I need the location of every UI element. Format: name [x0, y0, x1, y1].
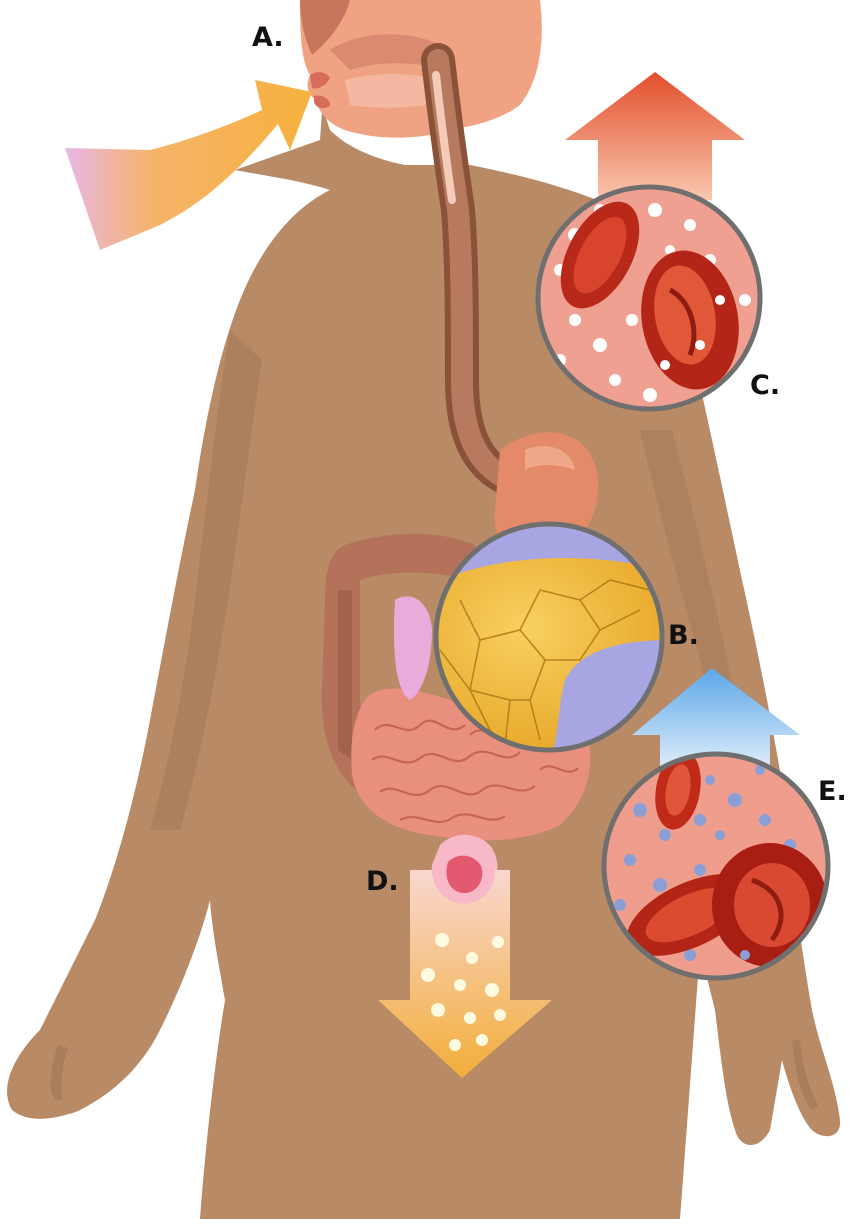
label-d: D.	[366, 866, 399, 897]
label-b: B.	[668, 620, 699, 651]
label-e: E.	[818, 776, 847, 807]
head	[300, 0, 542, 138]
red-blood-cell-5	[712, 843, 828, 967]
label-c: C.	[750, 370, 780, 401]
label-a: A.	[252, 22, 284, 53]
exhale-arrow	[565, 72, 745, 200]
